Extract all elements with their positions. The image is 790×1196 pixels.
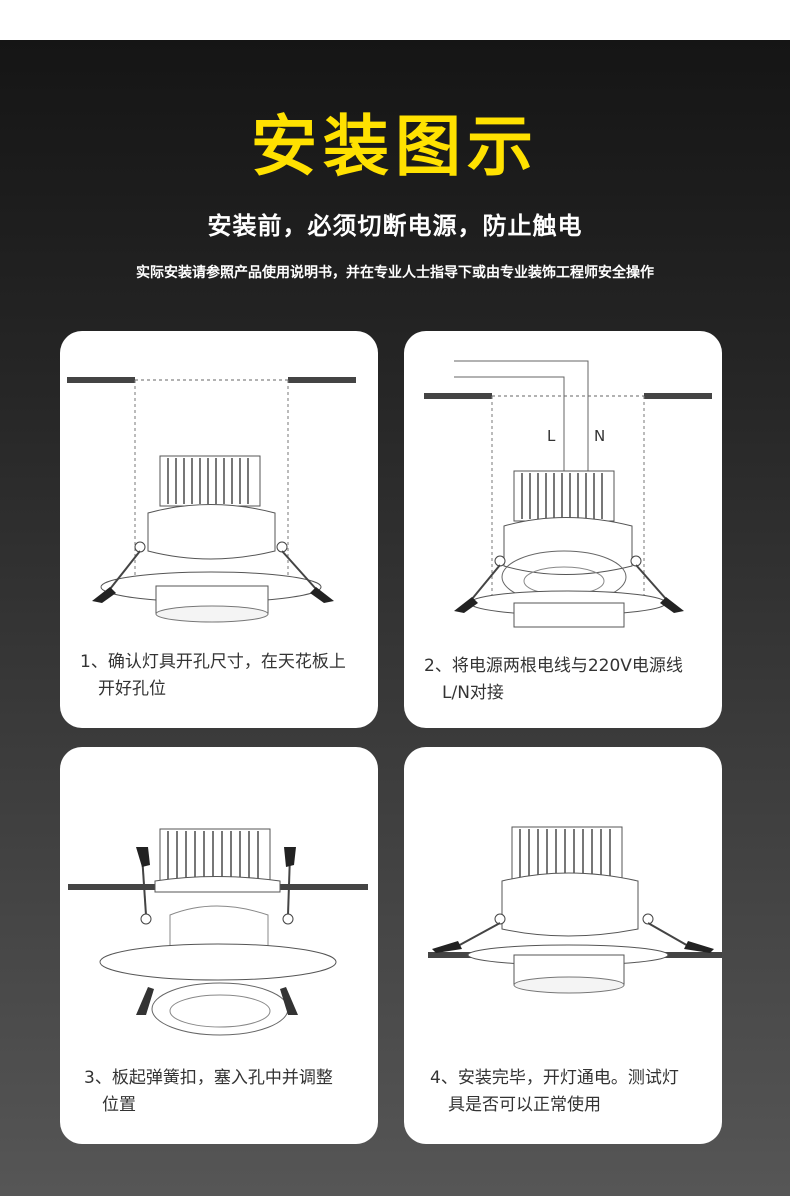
step-2-line-2: L/N对接 bbox=[442, 683, 504, 703]
step-card-3: 3、板起弹簧扣，塞入孔中并调整 位置 bbox=[60, 747, 378, 1144]
wire-label-n: N bbox=[594, 427, 606, 445]
step-2-illustration bbox=[424, 360, 712, 628]
step-1-line-1: 1、确认灯具开孔尺寸，在天花板上 bbox=[80, 652, 346, 672]
step-card-4: 4、安装完毕，开灯通电。测试灯 具是否可以正常使用 bbox=[404, 747, 722, 1144]
step-2-caption: 2、将电源两根电线与220V电源线 L/N对接 bbox=[424, 653, 714, 707]
step-card-1: 1、确认灯具开孔尺寸，在天花板上 开好孔位 bbox=[60, 331, 378, 728]
step-card-2: L N 2、将电源两根电线与220V电源线 L/N对接 bbox=[404, 331, 722, 728]
step-1-caption: 1、确认灯具开孔尺寸，在天花板上 开好孔位 bbox=[80, 649, 370, 703]
wire-label-l: L bbox=[547, 427, 556, 445]
safety-subtitle: 安装前，必须切断电源，防止触电 bbox=[207, 212, 583, 240]
step-1-illustration bbox=[67, 377, 356, 623]
step-4-line-2: 具是否可以正常使用 bbox=[448, 1095, 601, 1115]
step-4-line-1: 4、安装完毕，开灯通电。测试灯 bbox=[430, 1068, 679, 1088]
step-1-line-2: 开好孔位 bbox=[98, 679, 166, 699]
step-2-line-1: 2、将电源两根电线与220V电源线 bbox=[424, 656, 683, 676]
step-3-caption: 3、板起弹簧扣，塞入孔中并调整 位置 bbox=[84, 1065, 374, 1119]
step-3-line-2: 位置 bbox=[102, 1095, 136, 1115]
page-title: 安装图示 bbox=[251, 108, 539, 185]
installation-note: 实际安装请参照产品使用说明书，并在专业人士指导下或由专业装饰工程师安全操作 bbox=[136, 265, 654, 281]
step-3-line-1: 3、板起弹簧扣，塞入孔中并调整 bbox=[84, 1068, 333, 1088]
step-4-illustration bbox=[428, 826, 722, 994]
step-3-illustration bbox=[68, 828, 368, 1036]
step-4-caption: 4、安装完毕，开灯通电。测试灯 具是否可以正常使用 bbox=[430, 1065, 720, 1119]
